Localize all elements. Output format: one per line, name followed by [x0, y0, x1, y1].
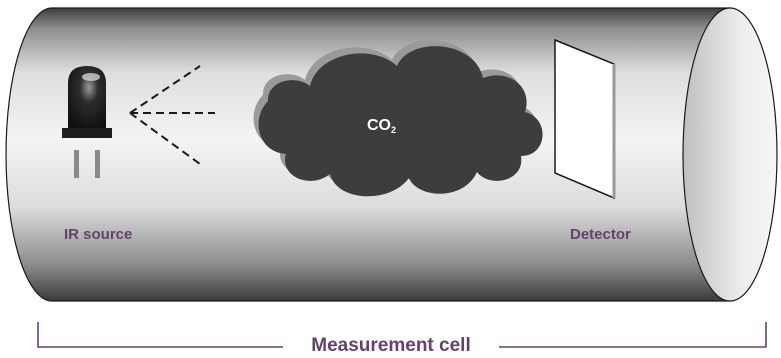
gas-label-main: CO	[367, 117, 391, 134]
gas-label-subscript: 2	[391, 125, 397, 135]
measurement-cell-label: Measurement cell	[311, 335, 471, 356]
measurement-cell-bracket	[37, 322, 767, 348]
cell-tube-end-cap	[682, 7, 778, 302]
gas-label: CO2	[367, 117, 396, 135]
dashed-beam-icon	[129, 65, 215, 165]
detector-label: Detector	[570, 226, 631, 243]
gas-cloud-icon	[258, 46, 543, 197]
ir-emitter-icon	[62, 66, 112, 178]
detector-plate-icon	[554, 38, 615, 200]
ir-source-label: IR source	[64, 226, 133, 243]
